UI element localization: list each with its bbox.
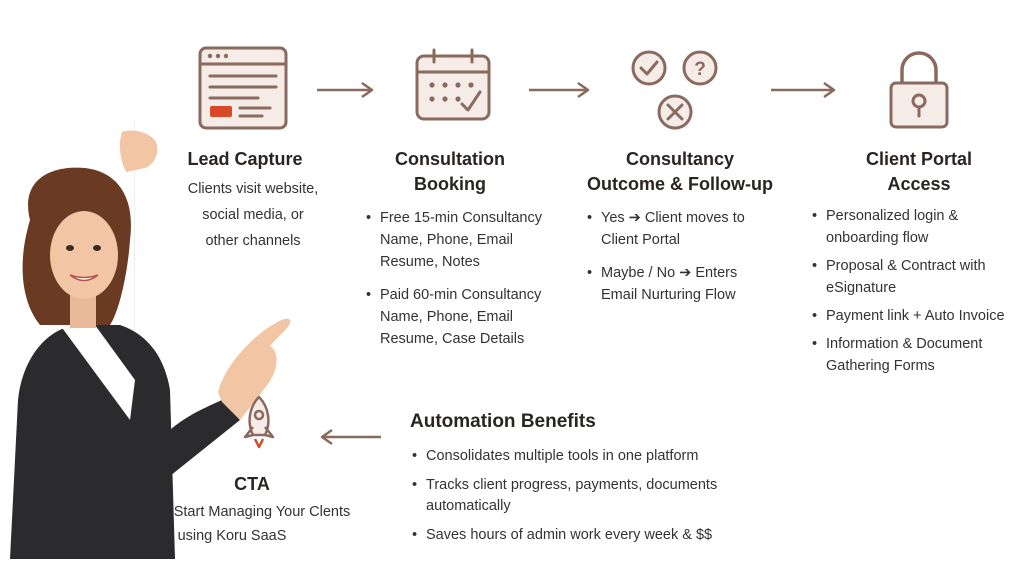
list-item: Paid 60-min Consultancy Name, Phone, Ema… <box>364 284 560 350</box>
title-line: Consultation <box>395 149 505 169</box>
step-description-lead-capture: Clients visit website, social media, or … <box>160 176 346 254</box>
list-item: Free 15-min Consultancy Name, Phone, Ema… <box>364 207 560 273</box>
calendar-icon <box>414 48 492 122</box>
flow-arrow-right-icon <box>528 81 590 99</box>
consultation-booking-list: Free 15-min Consultancy Name, Phone, Ema… <box>364 207 560 361</box>
title-line: Booking <box>414 174 486 194</box>
title-line: Access <box>887 174 951 194</box>
cta-text-line: Start Managing Your Clents <box>173 504 351 520</box>
cta-text-line: using Koru SaaS <box>177 528 287 544</box>
cta-title: CTA <box>234 474 270 494</box>
list-item: Saves hours of admin work every week & $… <box>410 525 750 546</box>
list-item: Tracks client progress, payments, docume… <box>410 475 750 517</box>
title-line: Consultancy <box>625 149 735 169</box>
flow-arrow-right-icon <box>770 81 836 99</box>
description-line: other channels <box>205 233 301 249</box>
list-item: Proposal & Contract with eSignature <box>810 255 1022 299</box>
check-question-x-icon: ? <box>630 48 722 132</box>
list-item: Consolidates multiple tools in one platf… <box>410 446 750 467</box>
step-title-consultancy-outcome: Consultancy Outcome & Follow-up <box>572 147 788 197</box>
title-line: Outcome & Follow-up <box>587 174 773 194</box>
padlock-icon <box>888 46 950 130</box>
list-item: Personalized login & onboarding flow <box>810 205 1022 249</box>
flow-arrow-left-icon <box>320 428 382 446</box>
description-line: social media, or <box>202 207 304 223</box>
presenter-illustration <box>0 120 300 564</box>
step-title-consultation-booking: Consultation Booking <box>360 147 540 197</box>
list-item: Yes ➔ Client moves to Client Portal <box>585 207 773 251</box>
list-item: Payment link + Auto Invoice <box>810 305 1022 327</box>
step-title-client-portal: Client Portal Access <box>834 147 1004 197</box>
webpage-form-icon <box>198 46 288 130</box>
consultancy-outcome-list: Yes ➔ Client moves to Client Portal Mayb… <box>585 207 773 317</box>
list-item: Information & Document Gathering Forms <box>810 333 1022 377</box>
cta-text[interactable]: Start Managing Your Clents using Koru Sa… <box>150 500 374 548</box>
list-item: Maybe / No ➔ Enters Email Nurturing Flow <box>585 262 773 306</box>
step-title-lead-capture: Lead Capture <box>187 149 303 169</box>
flow-arrow-right-icon <box>316 81 374 99</box>
title-line: Client Portal <box>865 149 972 169</box>
benefits-list: Consolidates multiple tools in one platf… <box>410 446 750 546</box>
description-line: Clients visit website, <box>187 181 319 197</box>
benefits-title: Automation Benefits <box>410 411 596 432</box>
client-portal-list: Personalized login & onboarding flow Pro… <box>810 205 1022 383</box>
svg-text:?: ? <box>694 59 706 80</box>
